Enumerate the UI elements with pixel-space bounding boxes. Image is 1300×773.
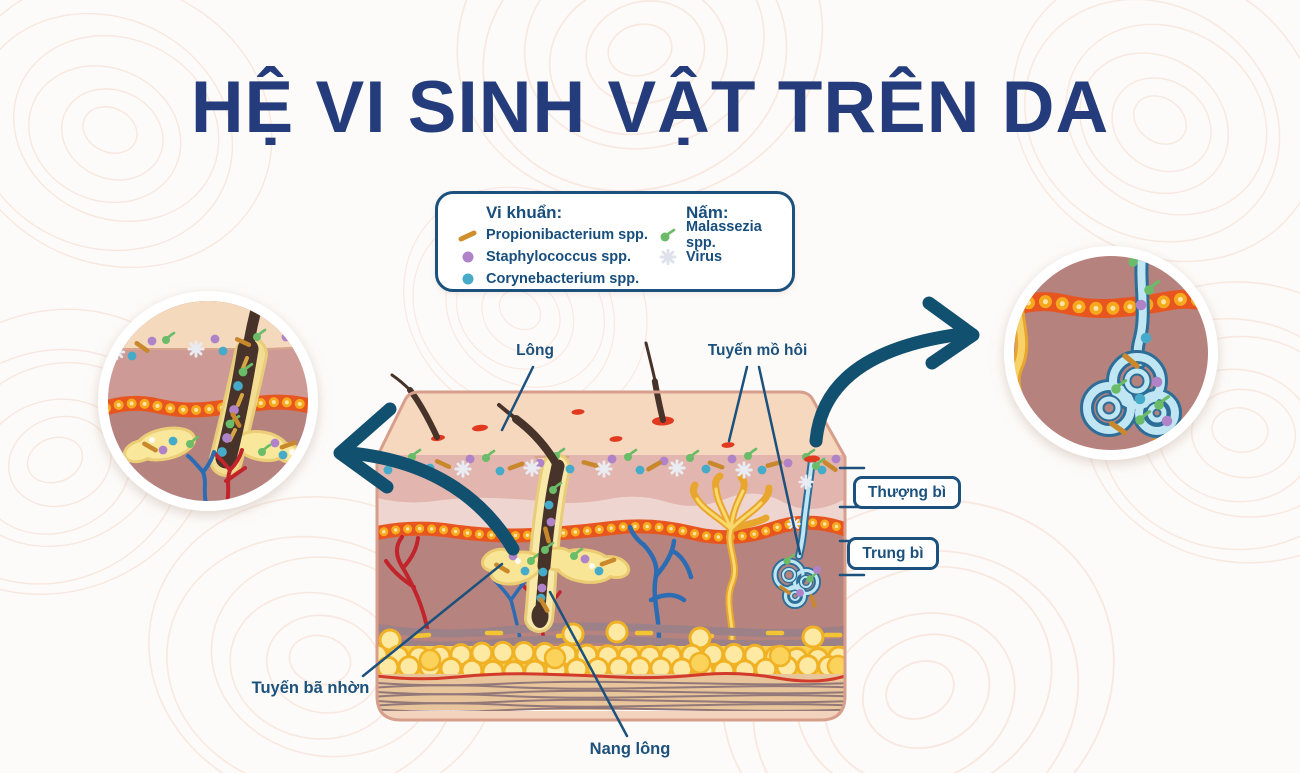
label-sweat-gland: Tuyến mồ hôi <box>707 342 808 359</box>
fat-layer <box>377 620 845 684</box>
legend-item-label: Staphylococcus spp. <box>486 249 632 265</box>
legend-item-corynebacterium: Corynebacterium spp. <box>458 268 658 290</box>
circle-icon <box>462 273 474 285</box>
zoom-arrow-right <box>809 296 980 448</box>
label-hair: Lông <box>516 342 554 359</box>
sebaceous-gland-zoom <box>122 426 304 465</box>
legend-item-malassezia: Malassezia spp. <box>658 219 782 251</box>
hair-follicle-illustration <box>480 453 631 633</box>
legend-fungi-header: Nấm: <box>686 203 729 222</box>
leader-lines <box>361 365 802 738</box>
legend-bacteria-header: Vi khuẩn: <box>486 203 563 222</box>
label-sebaceous-gland: Tuyến bã nhờn <box>251 679 370 697</box>
nerve-illustration <box>689 472 773 654</box>
tadpole-icon <box>660 228 676 242</box>
label-dermis: Trung bì <box>847 537 939 570</box>
basal-layer-beads-block <box>377 515 845 548</box>
skin-block <box>375 341 847 722</box>
muscle-layer <box>377 672 845 720</box>
legend-item-label: Malassezia spp. <box>686 219 762 251</box>
legend-item-label: Virus <box>686 249 723 265</box>
label-epidermis-text: Thượng bì <box>867 483 947 501</box>
virus-star-icon <box>659 249 677 265</box>
rod-icon <box>458 230 477 242</box>
legend-item-label: Corynebacterium spp. <box>486 271 640 287</box>
label-epidermis: Thượng bì <box>853 476 961 509</box>
page-title: HỆ VI SINH VẬT TRÊN DA <box>190 67 1110 148</box>
label-hair-follicle: Nang lông <box>589 740 671 758</box>
label-dermis-text: Trung bì <box>862 544 924 562</box>
zoom-arrow-left <box>333 402 520 556</box>
legend: Vi khuẩn: Propionibacterium spp. Staphyl… <box>435 191 795 292</box>
left-zoom-circle <box>98 291 318 511</box>
circle-icon <box>462 251 474 263</box>
legend-item-virus: Virus <box>658 246 782 268</box>
legend-item-propionibacterium: Propionibacterium spp. <box>458 224 658 246</box>
legend-fungi-column: Nấm: Malassezia spp. Virus <box>658 203 782 289</box>
right-zoom-circle <box>1004 246 1218 460</box>
legend-bacteria-column: Vi khuẩn: Propionibacterium spp. Staphyl… <box>458 203 658 289</box>
legend-item-label: Propionibacterium spp. <box>486 227 648 243</box>
legend-item-staphylococcus: Staphylococcus spp. <box>458 246 658 268</box>
